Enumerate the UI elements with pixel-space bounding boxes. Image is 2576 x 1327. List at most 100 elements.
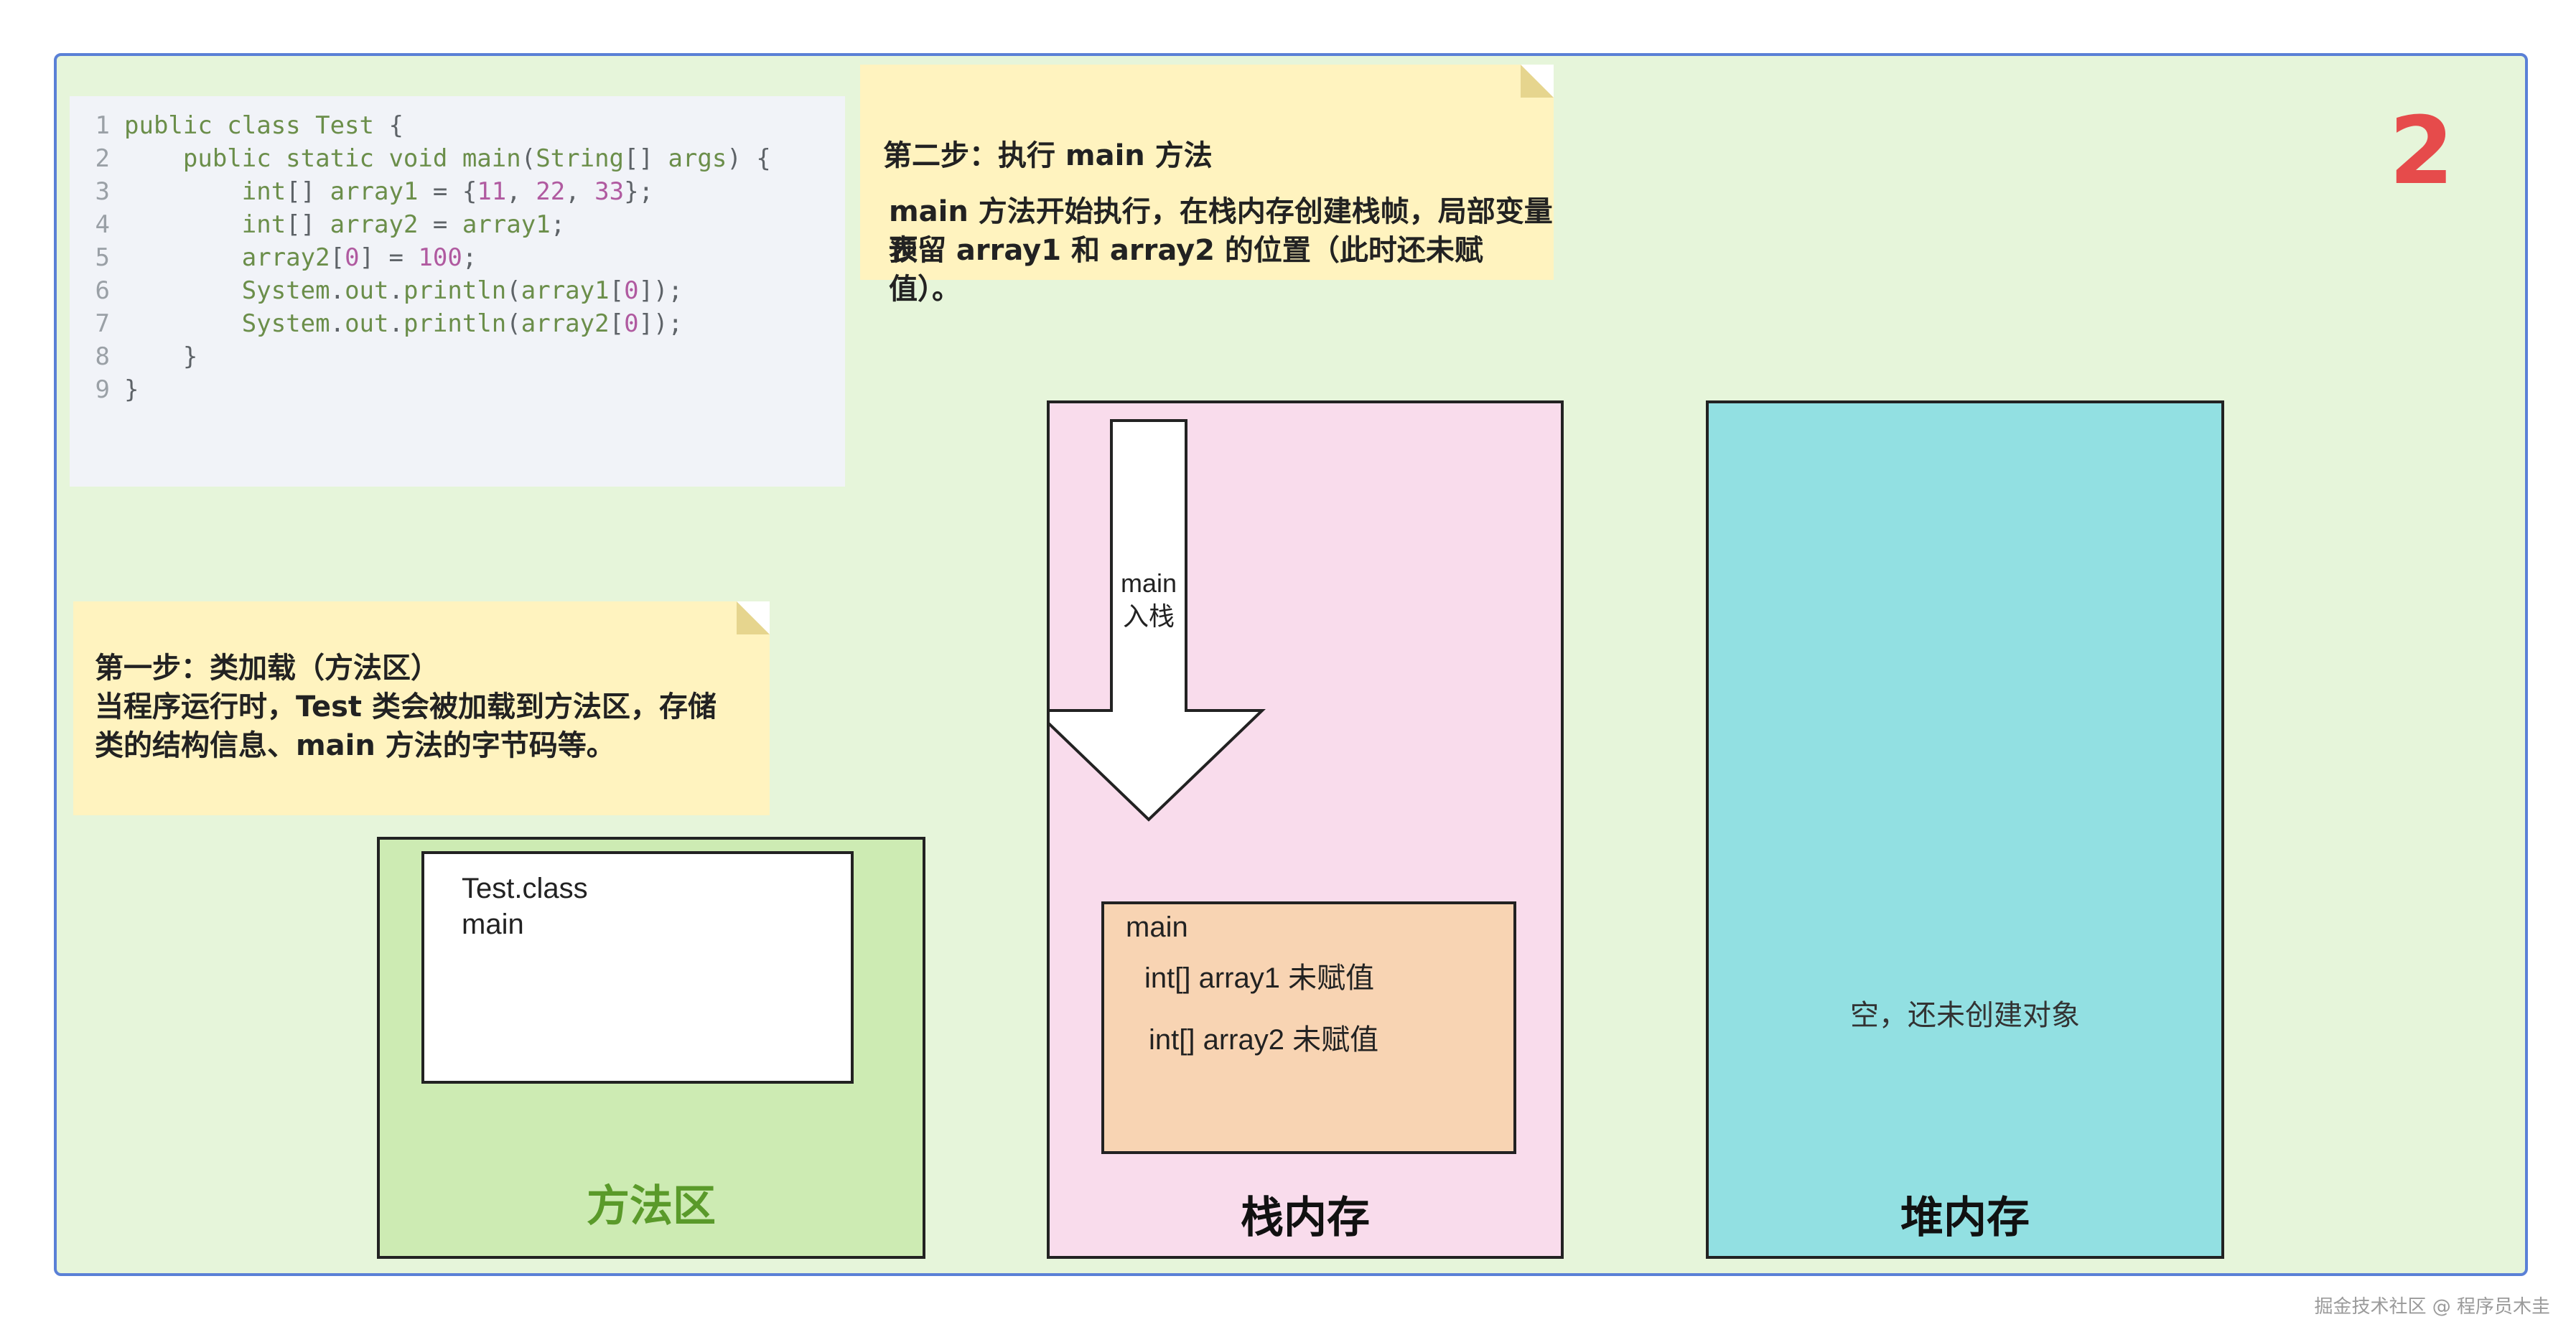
- code-token: 100: [418, 243, 462, 272]
- code-token: array2: [330, 210, 419, 239]
- code-token: 0: [345, 243, 360, 272]
- code-line: 6 System.out.println(array1[0]);: [70, 274, 845, 307]
- code-token: [124, 144, 183, 173]
- code-token: array2: [521, 309, 610, 338]
- code-token: println: [403, 309, 507, 338]
- code-line: 9}: [70, 373, 845, 406]
- code-token: public static void: [182, 144, 462, 173]
- code-token: {: [374, 111, 403, 140]
- code-token: array1: [462, 210, 551, 239]
- code-token: [124, 309, 242, 338]
- arrow-label-main: main: [1120, 568, 1177, 598]
- code-token: ,: [565, 177, 595, 206]
- line-number: 4: [95, 210, 110, 239]
- code-token: ,: [506, 177, 536, 206]
- code-line: 2 public static void main(String[] args)…: [70, 142, 845, 175]
- note-fold-icon: [1521, 65, 1554, 98]
- code-token: array1: [330, 177, 419, 206]
- code-token: ;: [550, 210, 566, 239]
- code-token: int: [241, 210, 286, 239]
- line-number: 7: [95, 309, 110, 338]
- code-token: System: [241, 309, 330, 338]
- code-text: }: [124, 373, 139, 406]
- code-token: (: [506, 309, 521, 338]
- arrow-label-push: 入栈: [1122, 601, 1175, 631]
- code-token: int: [241, 177, 286, 206]
- code-token: public class: [124, 111, 316, 140]
- code-token: ;: [462, 243, 477, 272]
- code-token: }: [124, 342, 198, 371]
- line-number: 8: [95, 342, 110, 371]
- code-token: (: [506, 276, 521, 305]
- code-text: int[] array1 = {11, 22, 33};: [124, 175, 653, 208]
- code-token: }: [124, 375, 139, 404]
- code-token: ] =: [359, 243, 419, 272]
- heap-memory-label: 堆内存: [1900, 1193, 2030, 1243]
- note-step2-line2: 预留 array1 和 array2 的位置（此时还未赋值）。: [889, 234, 1483, 306]
- code-token: 0: [624, 276, 639, 305]
- code-line: 7 System.out.println(array2[0]);: [70, 307, 845, 340]
- code-token: .: [330, 309, 345, 338]
- code-token: []: [286, 210, 330, 239]
- stack-memory-label: 栈内存: [1241, 1193, 1370, 1243]
- footer-watermark: 掘金技术社区 @ 程序员木圭: [2314, 1296, 2550, 1318]
- code-token: =: [418, 210, 462, 239]
- code-token: ]);: [638, 309, 683, 338]
- code-token: main: [462, 144, 521, 173]
- method-name: main: [462, 909, 524, 940]
- local-var-array1: int[] array1 未赋值: [1144, 962, 1375, 994]
- note-fold-icon: [737, 601, 770, 634]
- code-token: = {: [418, 177, 477, 206]
- code-token: out: [345, 276, 389, 305]
- code-token: args: [668, 144, 727, 173]
- line-number: 1: [95, 111, 110, 140]
- line-number: 9: [95, 375, 110, 404]
- note-step1-title: 第一步：类加载（方法区）: [95, 652, 439, 685]
- code-token: System: [241, 276, 330, 305]
- code-text: public class Test {: [124, 109, 403, 142]
- line-number: 2: [95, 144, 110, 173]
- code-text: System.out.println(array1[0]);: [124, 274, 683, 307]
- class-box: Test.class main: [421, 851, 854, 1084]
- code-token: [: [609, 309, 625, 338]
- code-token: 22: [536, 177, 566, 206]
- line-number: 5: [95, 243, 110, 272]
- local-var-array2: int[] array2 未赋值: [1149, 1024, 1379, 1056]
- code-token: println: [403, 276, 507, 305]
- code-token: [124, 276, 242, 305]
- code-token: []: [624, 144, 668, 173]
- code-token: };: [624, 177, 654, 206]
- code-token: 0: [624, 309, 639, 338]
- code-token: Test: [315, 111, 374, 140]
- heap-memory: 空，还未创建对象 堆内存: [1706, 400, 2224, 1259]
- code-token: 33: [594, 177, 625, 206]
- code-token: []: [286, 177, 330, 206]
- push-arrow-icon: [1050, 419, 1266, 822]
- note-step2-line1: main 方法开始执行，在栈内存创建栈帧，局部变量表: [889, 195, 1553, 267]
- code-token: [124, 177, 242, 206]
- method-area: Test.class main 方法区: [377, 837, 925, 1259]
- code-token: out: [345, 309, 389, 338]
- class-name: Test.class: [462, 873, 588, 904]
- code-token: [124, 243, 242, 272]
- stack-frame-title: main: [1126, 911, 1188, 943]
- main-stack-frame: main int[] array1 未赋值 int[] array2 未赋值: [1101, 901, 1516, 1154]
- method-area-label: 方法区: [587, 1181, 716, 1232]
- code-text: public static void main(String[] args) {: [124, 142, 771, 175]
- stack-memory: main 入栈 main int[] array1 未赋值 int[] arra…: [1047, 400, 1564, 1259]
- code-token: array2: [241, 243, 330, 272]
- code-token: .: [388, 276, 403, 305]
- line-number: 3: [95, 177, 110, 206]
- code-text: System.out.println(array2[0]);: [124, 307, 683, 340]
- code-token: [: [609, 276, 625, 305]
- code-text: }: [124, 340, 197, 373]
- code-text: array2[0] = 100;: [124, 241, 477, 274]
- code-token: [124, 210, 242, 239]
- code-token: .: [388, 309, 403, 338]
- note-step1-line1: 当程序运行时，Test 类会被加载到方法区，存储: [95, 690, 717, 723]
- code-line: 4 int[] array2 = array1;: [70, 208, 845, 241]
- code-line: 5 array2[0] = 100;: [70, 241, 845, 274]
- code-token: array1: [521, 276, 610, 305]
- code-text: int[] array2 = array1;: [124, 208, 565, 241]
